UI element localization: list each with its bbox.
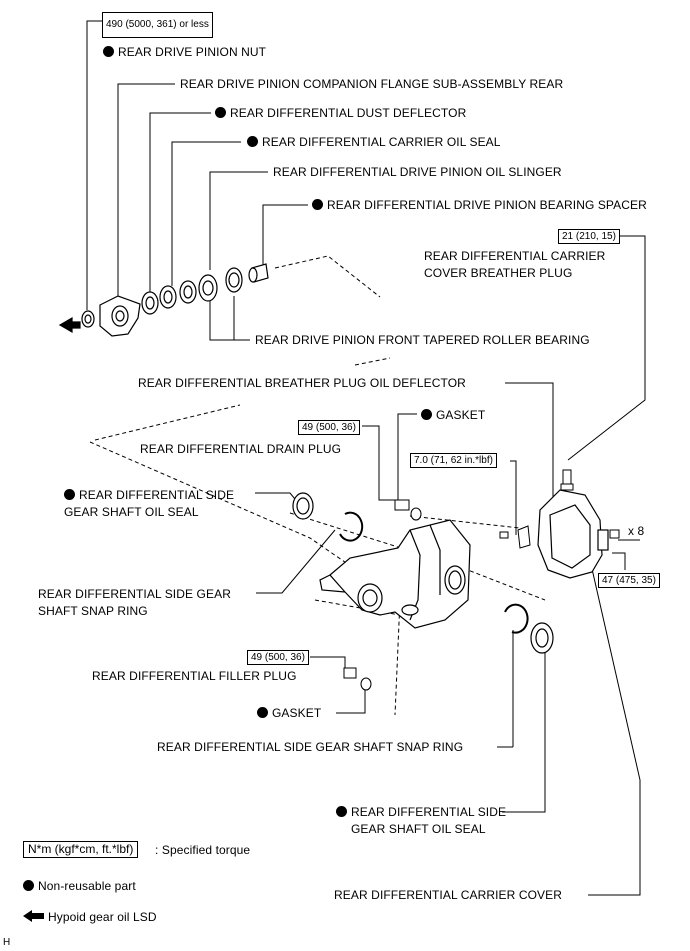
pinion-nut-part [81,310,95,328]
non-reusable-dot-icon [23,880,34,891]
label-snap-ring-left: REAR DIFFERENTIAL SIDE GEAR SHAFT SNAP R… [38,587,231,618]
non-reusable-dot-icon [312,199,323,210]
label-companion-flange: REAR DRIVE PINION COMPANION FLANGE SUB-A… [180,77,564,91]
front-bearing-part [198,274,218,302]
label-side-seal-right: REAR DIFFERENTIAL SIDE GEAR SHAFT OIL SE… [336,805,506,836]
label-filler-plug: REAR DIFFERENTIAL FILLER PLUG [92,669,297,683]
non-reusable-dot-icon [336,806,347,817]
pinion-parts [58,263,269,337]
non-reusable-dot-icon [215,107,226,118]
label-gasket-top: GASKET [421,408,485,422]
drain-plug-part [394,499,410,511]
legend-torque-text: : Specified torque [155,843,251,857]
non-reusable-dot-icon [257,707,268,718]
label-pinion-nut: REAR DRIVE PINION NUT [103,45,266,59]
side-seal-right-part [530,622,554,654]
label-oil-slinger: REAR DIFFERENTIAL DRIVE PINION OIL SLING… [273,165,562,179]
label-breather-deflector: REAR DIFFERENTIAL BREATHER PLUG OIL DEFL… [138,376,466,390]
legend-non-reusable: Non-reusable part [23,879,136,893]
lubricant-arrow-icon [23,910,44,922]
cover-bolt-part [609,529,620,539]
label-gasket-bottom: GASKET [257,706,321,720]
torque-deflector-bolt: 7.0 (71, 62 in.*lbf) [410,453,497,468]
illustration-code: H [3,937,11,948]
torque-drain-plug: 49 (500, 36) [298,420,360,435]
snap-ring-right-part [504,603,529,634]
label-carrier-oil-seal: REAR DIFFERENTIAL CARRIER OIL SEAL [247,135,501,149]
carrier-cover-part [537,489,609,579]
torque-filler-plug: 49 (500, 36) [247,650,309,665]
lubricant-arrow-icon [58,316,81,334]
side-seal-left-part [292,492,314,520]
label-front-bearing: REAR DRIVE PINION FRONT TAPERED ROLLER B… [255,333,590,347]
breather-plug-part [560,469,574,491]
label-bearing-spacer: REAR DIFFERENTIAL DRIVE PINION BEARING S… [312,198,647,212]
label-snap-ring-right: REAR DIFFERENTIAL SIDE GEAR SHAFT SNAP R… [157,740,464,754]
bearing-race-part [225,267,243,293]
torque-pinion-nut: 490 (5000, 361) or less [102,12,213,38]
label-breather-plug: REAR DIFFERENTIAL CARRIER COVER BREATHER… [424,249,606,280]
dust-deflector-part [141,291,159,315]
legend-torque-box: N*m (kgf*cm, ft.*lbf) [23,841,139,858]
legend-lubricant: Hypoid gear oil LSD [23,910,157,924]
non-reusable-dot-icon [421,409,432,420]
small-hardware [343,499,620,691]
filler-plug-part [343,667,357,679]
dashed-guide-lines [89,255,546,716]
label-qty: x 8 [628,524,645,538]
breather-deflector-part [517,525,531,549]
oil-slinger-part [179,280,197,304]
seals-and-rings [292,492,554,654]
snap-ring-left-part [339,511,364,542]
drain-gasket-part [410,507,422,521]
non-reusable-dot-icon [64,489,75,500]
carrier-housing-part [319,519,471,629]
non-reusable-dot-icon [247,136,258,147]
label-side-seal-left: REAR DIFFERENTIAL SIDE GEAR SHAFT OIL SE… [64,488,235,519]
label-carrier-cover: REAR DIFFERENTIAL CARRIER COVER [334,888,563,902]
leader-lines-top [86,20,646,461]
carrier-oil-seal-part [159,285,177,309]
non-reusable-dot-icon [103,46,114,57]
filler-gasket-part [360,677,372,691]
deflector-bolt-part [499,531,509,539]
torque-cover-bolt: 47 (475, 35) [598,573,660,588]
torque-breather-plug: 21 (210, 15) [558,229,620,244]
label-drain-plug: REAR DIFFERENTIAL DRAIN PLUG [140,442,342,456]
label-dust-deflector: REAR DIFFERENTIAL DUST DEFLECTOR [215,106,466,120]
